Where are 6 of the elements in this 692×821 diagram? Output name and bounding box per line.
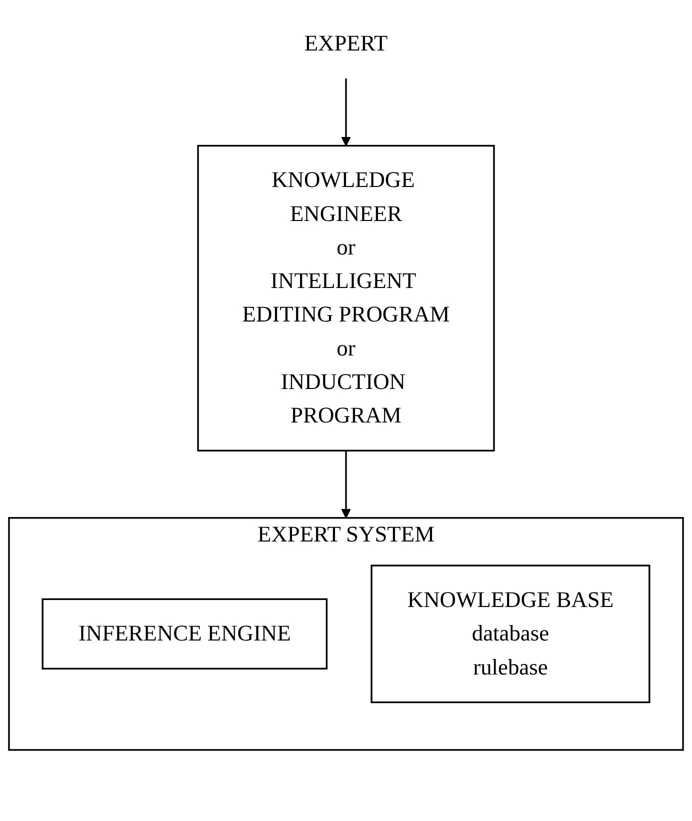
node-box: KNOWLEDGE ENGINEER or INTELLIGENT EDITING PROGRAM or INDUCTION PROGRAM xyxy=(197,144,495,452)
node-text: EXPERT xyxy=(304,31,388,56)
arrow xyxy=(341,78,351,146)
node-box: INFERENCE ENGINE xyxy=(42,598,328,670)
node-box: KNOWLEDGE BASE database rulebase xyxy=(370,564,650,704)
arrow xyxy=(341,450,351,518)
